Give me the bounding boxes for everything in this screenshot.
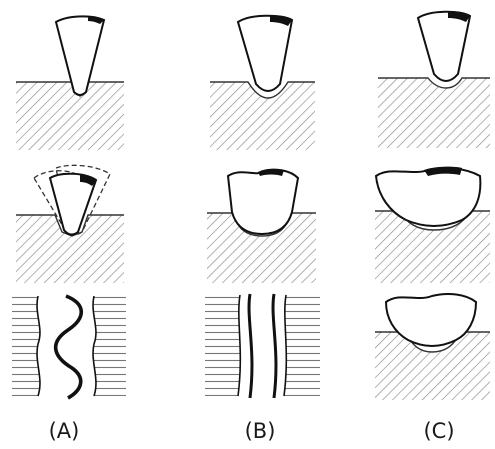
hatched-surface-b-top: [210, 82, 315, 150]
rounded-stylus-c-top: [418, 12, 470, 81]
hatched-surface-a-top: [16, 82, 124, 150]
column-label-c: (C): [409, 421, 469, 442]
stylus-c-middle-panel: [375, 167, 490, 283]
wavy-groove-a: [56, 296, 82, 398]
stylus-c-top-panel: [378, 11, 490, 148]
right-wall-a: [93, 296, 126, 396]
stylus-b-top-panel: [210, 15, 315, 150]
column-label-a: (A): [34, 421, 94, 442]
stylus-c-bottom-panel: [375, 294, 490, 400]
stylus-a-top-panel: [16, 16, 124, 150]
groove-walls-b-bottom: [205, 294, 320, 398]
right-wall-b: [284, 295, 320, 396]
column-label-b: (B): [230, 421, 290, 442]
rounded-stylus-b-top: [238, 16, 292, 91]
stylus-a-middle-panel: [16, 165, 124, 283]
straight-groove-b-left: [249, 294, 252, 398]
hatched-surface-c-top: [378, 78, 490, 148]
left-wall-b: [205, 295, 240, 396]
straight-groove-b-right: [273, 294, 276, 398]
left-wall-a: [12, 296, 40, 396]
groove-walls-a-bottom: [12, 296, 126, 398]
stylus-b-middle-panel: [207, 169, 316, 283]
